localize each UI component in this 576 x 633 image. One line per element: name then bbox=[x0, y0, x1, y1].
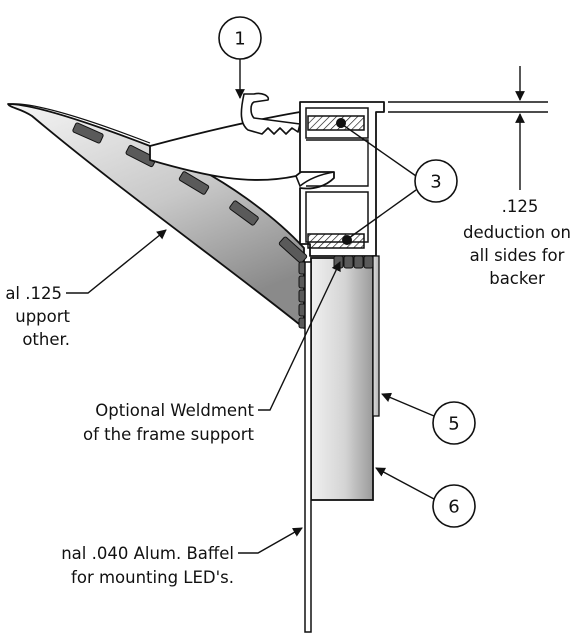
weldment-note-line-2: of the frame support bbox=[83, 425, 255, 444]
balloon-1-label: 1 bbox=[234, 29, 245, 50]
balloon-6: 6 bbox=[375, 467, 476, 528]
dimension-line-3: backer bbox=[489, 269, 545, 288]
balloon-5-label: 5 bbox=[448, 414, 459, 435]
support-note-line-3: other. bbox=[22, 330, 70, 349]
dimension-note: .125 deduction on all sides for backer bbox=[463, 197, 571, 288]
dimension-line-1: deduction on bbox=[463, 223, 571, 242]
support-note: al .125 upport other. bbox=[5, 284, 70, 349]
balloon-1: 1 bbox=[218, 16, 262, 99]
leader-lines bbox=[66, 229, 341, 554]
support-note-line-1: al .125 bbox=[5, 284, 62, 303]
weldment-note-line-1: Optional Weldment bbox=[95, 401, 254, 420]
balloon-3-label: 3 bbox=[430, 172, 441, 193]
backer-lower bbox=[307, 233, 365, 249]
face-panel bbox=[372, 255, 380, 417]
balloon-3: 3 bbox=[342, 124, 458, 239]
support-note-line-2: upport bbox=[15, 307, 70, 326]
frame-support-bar bbox=[310, 257, 374, 501]
dimension-value: .125 bbox=[502, 197, 539, 216]
baffle-note-line-2: for mounting LED's. bbox=[71, 568, 234, 587]
dimension-line-2: all sides for bbox=[470, 246, 565, 265]
baffle-note: nal .040 Alum. Baffel for mounting LED's… bbox=[61, 544, 234, 587]
retainer-leg bbox=[240, 92, 301, 135]
balloon-5: 5 bbox=[381, 392, 476, 445]
weldment-note: Optional Weldment of the frame support bbox=[83, 401, 255, 444]
baffle-plate bbox=[304, 261, 312, 633]
support-plate-edge bbox=[7, 103, 151, 144]
dimension-lines bbox=[388, 66, 548, 190]
wing-weld-beads bbox=[72, 122, 308, 264]
baffle-note-line-1: nal .040 Alum. Baffel bbox=[61, 544, 234, 563]
balloon-6-label: 6 bbox=[448, 497, 459, 518]
